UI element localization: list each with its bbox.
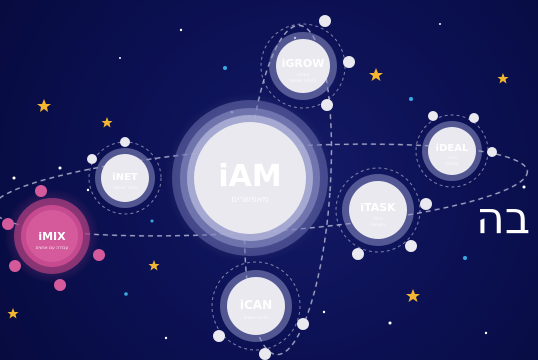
- satellite-dot-icon: [319, 15, 331, 27]
- node-itask-sub2: משימות: [371, 223, 386, 228]
- node-inet-sub: חיבור ושיתוף: [113, 186, 137, 191]
- node-itask-sub1: ניהול: [373, 217, 383, 222]
- node-imix-sub: עבודה עם אנשים: [36, 246, 69, 251]
- satellite-dot-icon: [352, 248, 364, 260]
- star-icon: [119, 57, 121, 59]
- node-inet[interactable]: iNET חיבור ושיתוף: [87, 137, 162, 215]
- node-igrow[interactable]: iGROW צמיחה ופיתוח אנשים: [260, 15, 355, 111]
- star-icon: [164, 336, 168, 340]
- star-icon: [522, 185, 526, 189]
- star-icon: [409, 97, 413, 101]
- star-icon: [86, 188, 90, 192]
- node-iam[interactable]: iAM מאפשרים: [164, 92, 336, 264]
- satellite-dot-icon: [93, 249, 105, 261]
- star-icon: [37, 99, 51, 112]
- satellite-dot-icon: [405, 240, 417, 252]
- node-ican[interactable]: iCAN יכולות אנשים: [211, 261, 309, 360]
- satellite-dot-icon: [54, 279, 66, 291]
- star-icon: [101, 117, 113, 128]
- star-icon: [484, 331, 488, 335]
- star-icon: [148, 260, 160, 271]
- star-icon: [322, 310, 326, 314]
- satellite-dot-icon: [420, 198, 432, 210]
- satellite-dot-icon: [87, 154, 97, 164]
- satellite-dot-icon: [343, 56, 355, 68]
- satellite-dot-icon: [2, 218, 14, 230]
- satellite-dot-icon: [120, 137, 130, 147]
- star-icon: [179, 28, 183, 32]
- satellite-dot-icon: [428, 111, 438, 121]
- satellite-dot-icon: [469, 113, 479, 123]
- node-itask-title: iTASK: [360, 201, 396, 214]
- node-igrow-sub1: צמיחה: [297, 73, 310, 78]
- star-icon: [463, 256, 467, 260]
- star-icon: [223, 66, 227, 70]
- background-stars: [7, 23, 526, 340]
- star-icon: [12, 176, 16, 180]
- satellite-dot-icon: [487, 147, 497, 157]
- star-icon: [388, 321, 392, 325]
- node-ideal-sub1: ניהול: [447, 156, 457, 161]
- star-icon: [406, 289, 420, 302]
- node-igrow-title: iGROW: [282, 57, 325, 70]
- node-itask[interactable]: iTASK ניהול משימות: [335, 167, 432, 260]
- satellite-dot-icon: [297, 318, 309, 330]
- star-icon: [7, 308, 19, 319]
- satellite-dot-icon: [259, 348, 271, 360]
- node-inet-title: iNET: [112, 172, 138, 183]
- satellite-dot-icon: [9, 260, 21, 272]
- star-icon: [58, 166, 62, 170]
- node-iam-subtitle: מאפשרים: [231, 195, 268, 205]
- node-iam-title: iAM: [218, 159, 281, 194]
- satellite-dot-icon: [213, 330, 225, 342]
- node-ideal[interactable]: iDEAL ניהול מצוינות: [415, 111, 497, 188]
- star-icon: [150, 219, 154, 223]
- star-icon: [124, 292, 128, 296]
- node-imix[interactable]: iMIX עבודה עם אנשים: [2, 185, 105, 291]
- star-icon: [439, 23, 441, 25]
- star-icon: [369, 68, 383, 81]
- node-ideal-title: iDEAL: [436, 143, 469, 154]
- satellite-dot-icon: [35, 185, 47, 197]
- satellite-dot-icon: [321, 99, 333, 111]
- node-igrow-sub2: ופיתוח אנשים: [290, 79, 316, 84]
- node-imix-title: iMIX: [38, 230, 66, 243]
- star-icon: [497, 73, 509, 84]
- hebrew-word: בה: [476, 193, 531, 244]
- node-ican-sub: יכולות אנשים: [244, 316, 269, 321]
- node-ican-title: iCAN: [240, 298, 272, 312]
- node-ideal-sub2: מצוינות: [445, 162, 459, 167]
